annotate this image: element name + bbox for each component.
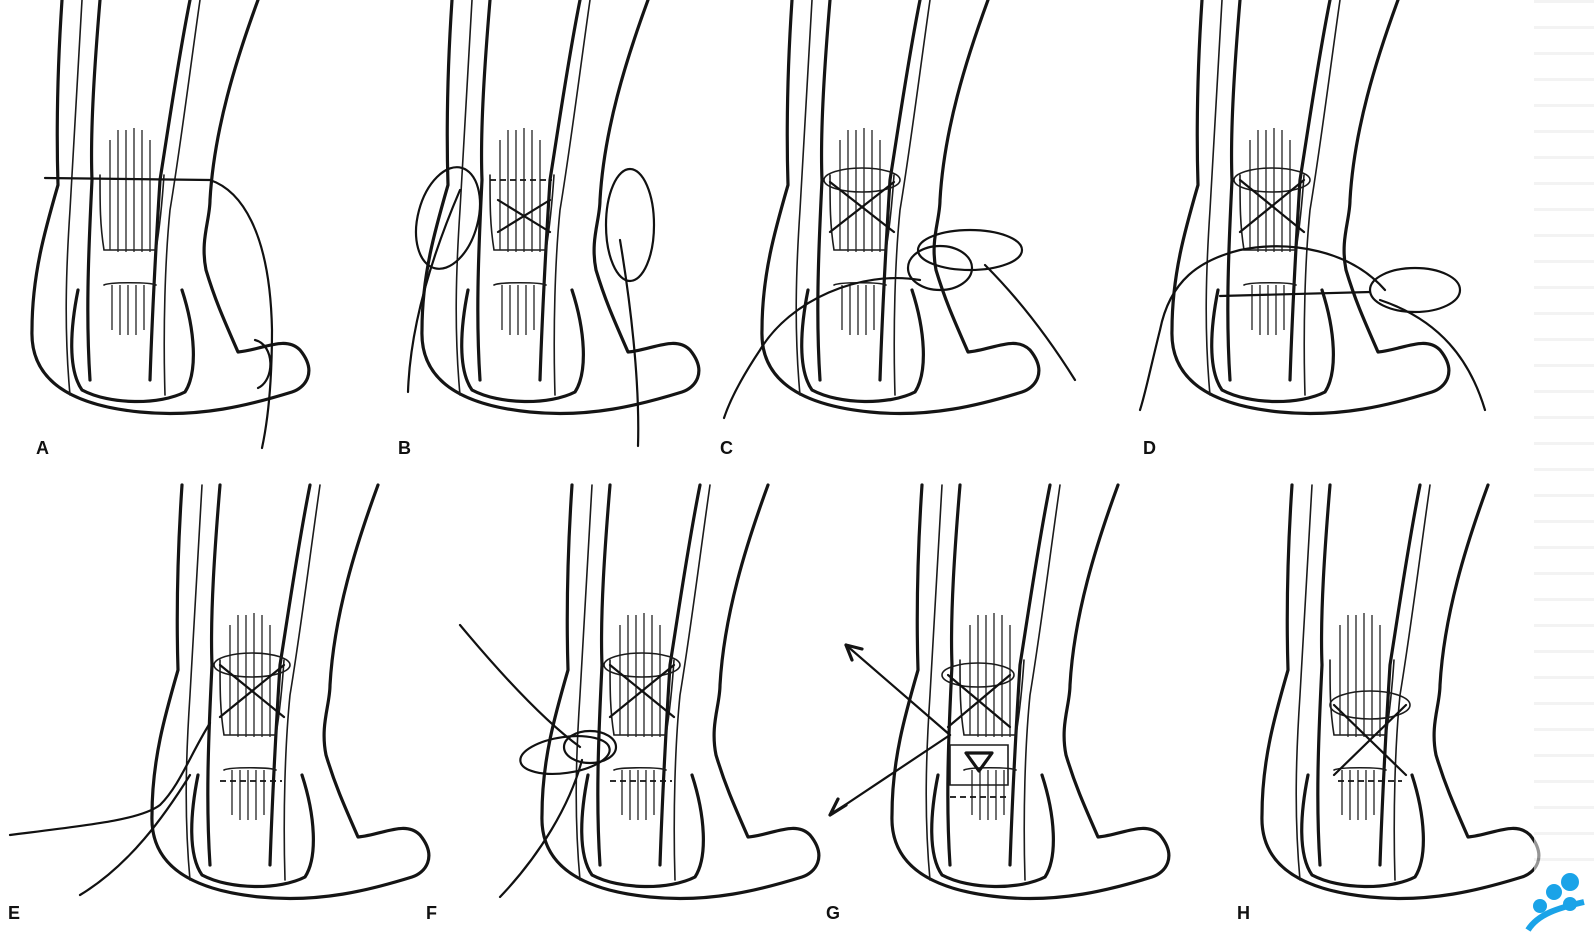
panel-a-drawing <box>32 0 309 448</box>
panel-e-drawing <box>10 485 429 899</box>
blue-dots-logo-icon <box>1518 868 1588 932</box>
panel-label-d: D <box>1143 438 1156 459</box>
panel-label-c: C <box>720 438 733 459</box>
panel-label-e: E <box>8 903 20 924</box>
panel-label-b: B <box>398 438 411 459</box>
panel-f-drawing <box>460 485 819 899</box>
panel-label-f: F <box>426 903 437 924</box>
panel-label-a: A <box>36 438 49 459</box>
panel-h-drawing <box>1262 485 1539 899</box>
panel-d-drawing <box>1140 0 1485 414</box>
panel-c-drawing <box>724 0 1075 418</box>
panel-b-drawing <box>406 0 699 446</box>
panel-label-h: H <box>1237 903 1250 924</box>
page-bleed-through-strip <box>1534 0 1594 880</box>
panel-label-g: G <box>826 903 840 924</box>
panel-g-drawing <box>830 485 1169 899</box>
